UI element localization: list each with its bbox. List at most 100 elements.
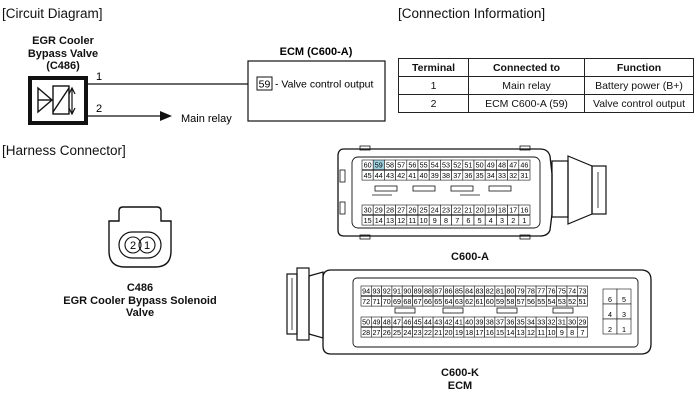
connector-pin-label: 17 xyxy=(475,328,483,337)
connector-pin-label: 14 xyxy=(375,216,383,225)
connector-pin-label: 87 xyxy=(434,287,442,296)
connector-pin-label: 52 xyxy=(453,161,461,170)
table-cell: Battery power (B+) xyxy=(584,76,694,95)
connector-pin-label: 46 xyxy=(403,318,411,327)
connector-pin-label: 48 xyxy=(498,161,506,170)
connector-pin-label: 28 xyxy=(362,328,370,337)
connector-pin-label: 58 xyxy=(506,297,514,306)
connector-pin-label: 34 xyxy=(527,318,535,327)
connector-pin-cell xyxy=(518,170,531,181)
connector-pin-label: 45 xyxy=(364,171,372,180)
connector-pin-label: 36 xyxy=(464,171,472,180)
connector-pin-label: 35 xyxy=(517,318,525,327)
connector-pin-label: 39 xyxy=(431,171,439,180)
connector-pin-label: 28 xyxy=(386,206,394,215)
table-cell: 2 xyxy=(398,94,469,113)
connector-pin-label: 81 xyxy=(496,287,504,296)
connector-pin-label: 16 xyxy=(520,206,528,215)
connector-pin-label: 24 xyxy=(403,328,411,337)
connector-pin-label: 20 xyxy=(445,328,453,337)
connector-pin-label: 68 xyxy=(403,297,411,306)
connector-pin-label: 89 xyxy=(414,287,422,296)
connector-pin-label: 40 xyxy=(420,171,428,180)
connector-pin-label: 74 xyxy=(568,287,576,296)
c486-connector: 2 1 xyxy=(108,206,172,268)
connector-pin-label: 5 xyxy=(622,295,626,304)
connector-pin-label: 57 xyxy=(517,297,525,306)
connector-pin-label: 31 xyxy=(520,171,528,180)
c600k-caption: C600-K ECM xyxy=(420,367,500,392)
wire-2-label: 2 xyxy=(96,103,102,115)
connector-pin-label: 25 xyxy=(420,206,428,215)
connector-pin-label: 22 xyxy=(424,328,432,337)
connector-pin-label: 38 xyxy=(486,318,494,327)
connector-pin-label: 57 xyxy=(397,161,405,170)
c600a-caption: C600-A xyxy=(451,251,489,263)
connector-pin-label: 45 xyxy=(414,318,422,327)
connector-pin-label: 54 xyxy=(548,297,556,306)
connector-pin-label: 26 xyxy=(408,206,416,215)
connector-pin-label: 83 xyxy=(475,287,483,296)
connector-pin-cell xyxy=(616,318,632,335)
connector-pin-label: 9 xyxy=(433,216,437,225)
connector-pin-label: 29 xyxy=(578,318,586,327)
connector-pin-label: 78 xyxy=(527,287,535,296)
arrow-icon xyxy=(160,111,172,121)
circuit-diagram: 1 2 Main relay ECM (C600-A) 59 - Valve c… xyxy=(28,46,386,125)
connector-pin-label: 71 xyxy=(372,297,380,306)
section-connection-information: [Connection Information] xyxy=(398,6,546,21)
connector-pin-label: 33 xyxy=(498,171,506,180)
connector-pin-label: 10 xyxy=(548,328,556,337)
connector-pin-label: 31 xyxy=(558,318,566,327)
connector-pin-label: 90 xyxy=(403,287,411,296)
connector-pin-label: 37 xyxy=(453,171,461,180)
table-row: 1 Main relay Battery power (B+) xyxy=(398,76,694,95)
connector-pin-label: 1 xyxy=(522,216,526,225)
table-cell: Main relay xyxy=(468,76,585,95)
connector-pin-label: 15 xyxy=(364,216,372,225)
connector-pin-label: 92 xyxy=(383,287,391,296)
ecm-pin-59-box xyxy=(256,76,273,91)
connector-pin-label: 30 xyxy=(568,318,576,327)
connector-pin-label: 6 xyxy=(466,216,470,225)
connector-pin-label: 43 xyxy=(434,318,442,327)
connector-pin-label: 76 xyxy=(548,287,556,296)
connector-pin-label: 80 xyxy=(506,287,514,296)
connector-pin-label: 4 xyxy=(489,216,493,225)
connector-pin-label: 24 xyxy=(431,206,439,215)
connector-pin-label: 72 xyxy=(362,297,370,306)
connector-pin-label: 11 xyxy=(538,328,545,337)
connector-pin-label: 32 xyxy=(509,171,517,180)
connector-pin-label: 11 xyxy=(409,216,416,225)
connector-pin-label: 56 xyxy=(408,161,416,170)
connector-pin-label: 21 xyxy=(434,328,442,337)
connector-pin-label: 86 xyxy=(445,287,453,296)
connector-pin-label: 35 xyxy=(476,171,484,180)
table-row: 2 ECM C600-A (59) Valve control output xyxy=(398,94,694,113)
connector-pin-label: 3 xyxy=(500,216,504,225)
connector-pin-label: 91 xyxy=(393,287,401,296)
connector-pin-label: 7 xyxy=(455,216,459,225)
connector-pin-label: 38 xyxy=(442,171,450,180)
table-header-row: Terminal Connected to Function xyxy=(398,58,694,77)
connector-pin-label: 44 xyxy=(375,171,383,180)
connector-pin-label: 75 xyxy=(558,287,566,296)
connector-pin-label: 54 xyxy=(431,161,439,170)
connector-pin-label: 69 xyxy=(393,297,401,306)
connector-pin-label: 51 xyxy=(464,161,472,170)
connector-pin-label: 42 xyxy=(397,171,405,180)
connector-pin-label: 13 xyxy=(386,216,394,225)
connector-pin-label: 46 xyxy=(520,161,528,170)
ecm-box-title: ECM (C600-A) xyxy=(280,46,353,58)
connector-pin-label: 6 xyxy=(608,295,612,304)
connector-pin-label: 44 xyxy=(424,318,432,327)
connector-pin-cell xyxy=(518,215,531,226)
connector-pin-label: 63 xyxy=(455,297,463,306)
connector-pin-label: 65 xyxy=(434,297,442,306)
connector-pin-label: 20 xyxy=(476,206,484,215)
connector-pin-label: 49 xyxy=(487,161,495,170)
c486-name: C486 xyxy=(126,282,154,294)
